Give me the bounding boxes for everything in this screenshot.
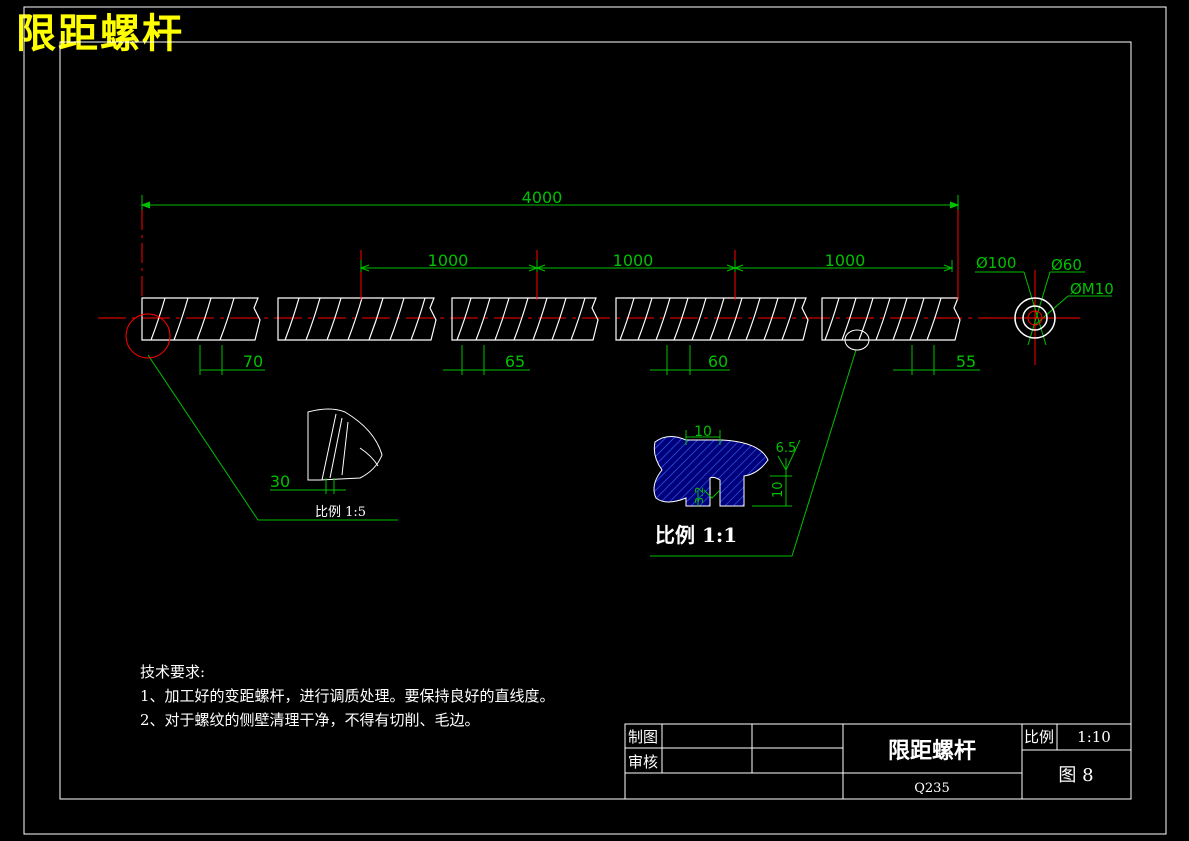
thread-line bbox=[326, 297, 342, 341]
tb-part-name: 限距螺杆 bbox=[888, 738, 976, 764]
notes-item-1: 1、加工好的变距螺杆，进行调质处理。要保持良好的直线度。 bbox=[140, 687, 555, 705]
thread-line bbox=[456, 297, 472, 341]
detail-b-dim-roughness: 6.5 bbox=[776, 441, 797, 456]
thread-line bbox=[709, 297, 725, 341]
tb-drawn-label: 制图 bbox=[628, 728, 658, 746]
detail-b-dim-width: 10 bbox=[694, 424, 712, 440]
tb-checked-label: 审核 bbox=[628, 753, 658, 771]
screw-segment bbox=[277, 297, 437, 341]
thread-line bbox=[551, 297, 567, 341]
thread-line bbox=[858, 297, 874, 341]
tb-scale-value: 1:10 bbox=[1077, 728, 1111, 746]
detail-b-scale: 比例 1:1 bbox=[655, 523, 737, 547]
dim-pitch-3: 60 bbox=[708, 352, 728, 371]
thread-line bbox=[173, 297, 189, 341]
detail-b-dim-inner: 3.2 bbox=[693, 487, 706, 505]
tb-drawing-no: 图 8 bbox=[1058, 765, 1093, 786]
thread-line bbox=[745, 297, 761, 341]
screw-segment bbox=[615, 297, 809, 341]
thread-line bbox=[532, 297, 548, 341]
outer-frame bbox=[23, 6, 1167, 835]
thread-line bbox=[410, 297, 426, 341]
thread-line bbox=[673, 297, 689, 341]
title-block bbox=[624, 723, 1132, 800]
dim-section-3: 1000 bbox=[825, 251, 866, 270]
section-lines bbox=[141, 210, 1036, 365]
thread-line bbox=[347, 297, 363, 341]
tb-scale-label: 比例 bbox=[1024, 728, 1054, 746]
end-view bbox=[995, 297, 1075, 339]
detail-a-dim: 30 bbox=[270, 472, 290, 491]
notes-heading: 技术要求: bbox=[140, 663, 206, 681]
thread-line bbox=[305, 297, 321, 341]
thread-line bbox=[637, 297, 653, 341]
detail-b-marker bbox=[844, 329, 870, 351]
thread-line bbox=[781, 297, 797, 341]
thread-line bbox=[892, 297, 908, 341]
thread-line bbox=[368, 297, 384, 341]
dim-pitch-1: 70 bbox=[243, 352, 263, 371]
thread-line bbox=[219, 297, 235, 341]
dimension-lines bbox=[140, 195, 1112, 557]
dim-pitch-4: 55 bbox=[956, 352, 976, 371]
screw-body bbox=[141, 297, 961, 341]
detail-b-dim-height: 10 bbox=[771, 481, 786, 498]
thread-line bbox=[150, 297, 166, 341]
screw-segment bbox=[141, 297, 261, 341]
thread-line bbox=[284, 297, 300, 341]
thread-line bbox=[727, 297, 743, 341]
detail-a-view bbox=[270, 408, 383, 494]
thread-line bbox=[824, 297, 840, 341]
thread-line bbox=[841, 297, 857, 341]
thread-line bbox=[926, 297, 942, 341]
dim-pitch-2: 65 bbox=[505, 352, 525, 371]
tb-material: Q235 bbox=[914, 781, 949, 796]
detail-a-scale: 比例 1:5 bbox=[315, 505, 366, 520]
thread-line bbox=[875, 297, 891, 341]
thread-line bbox=[570, 297, 586, 341]
screw-segment bbox=[451, 297, 599, 341]
thread-line bbox=[909, 297, 925, 341]
dim-diameter-60: Ø60 bbox=[1051, 256, 1082, 274]
thread-line bbox=[691, 297, 707, 341]
thread-line bbox=[389, 297, 405, 341]
detail-b-view bbox=[653, 430, 801, 507]
inner-frame bbox=[59, 41, 1132, 800]
notes-item-2: 2、对于螺纹的侧壁清理干净，不得有切削、毛边。 bbox=[140, 711, 480, 729]
dim-overall: 4000 bbox=[522, 188, 563, 207]
technical-notes: 技术要求: 1、加工好的变距螺杆，进行调质处理。要保持良好的直线度。 2、对于螺… bbox=[140, 660, 555, 732]
dim-diameter-100: Ø100 bbox=[976, 254, 1016, 272]
dim-section-1: 1000 bbox=[428, 251, 469, 270]
detail-a-marker bbox=[125, 313, 171, 359]
thread-line bbox=[513, 297, 529, 341]
thread-line bbox=[619, 297, 635, 341]
thread-line bbox=[655, 297, 671, 341]
thread-line bbox=[475, 297, 491, 341]
dim-diameter-m10: ØM10 bbox=[1070, 280, 1114, 298]
thread-line bbox=[763, 297, 779, 341]
thread-line bbox=[494, 297, 510, 341]
dim-section-2: 1000 bbox=[613, 251, 654, 270]
thread-line bbox=[196, 297, 212, 341]
drawing-title: 限距螺杆 bbox=[16, 11, 184, 57]
